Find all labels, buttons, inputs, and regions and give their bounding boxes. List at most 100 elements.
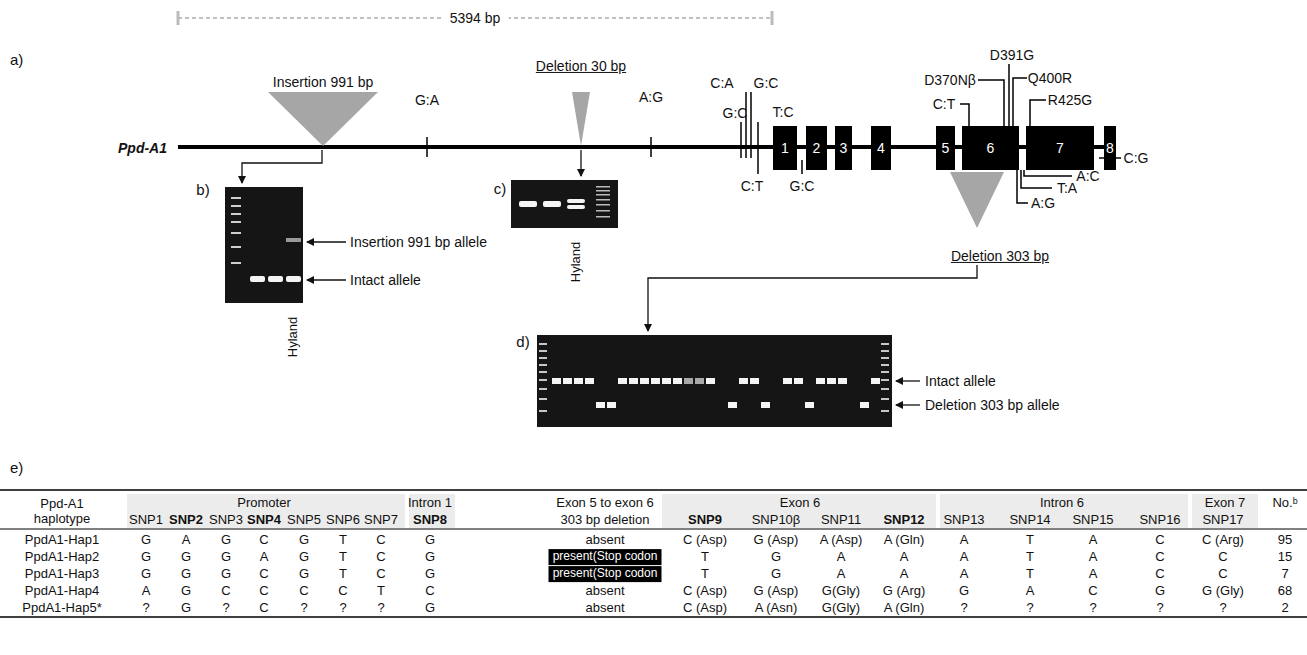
table-cell: C (Asp) [683,601,727,616]
table-cell: T [377,584,385,599]
table-cell: G [141,567,151,582]
table-cell: A [182,533,191,548]
table-header: Exon 5 to exon 6 [556,496,654,511]
table-cell: T [339,550,347,565]
table-cell: A [1089,567,1098,582]
table-cell: T [1026,550,1034,565]
table-subheader: SNP6 [326,513,360,528]
table-cell: absent [585,584,624,599]
table-cell: present(Stop codon [549,566,662,582]
table-cell: G [221,567,231,582]
table-header: Intron 6 [1040,496,1084,511]
mutation-label: Q400R [1028,70,1072,86]
table-cell: ? [222,601,229,616]
table-cell: G (Asp) [754,533,799,548]
snp-label: T:C [773,104,794,120]
panel-letter: b) [196,181,209,198]
table-cell: ? [960,601,967,616]
table-cell: C [425,584,434,599]
snp-label: G:C [723,105,748,121]
table-subheader: SNP3 [209,513,243,528]
panel-letter: a) [10,51,23,68]
table-cell: G [1155,584,1165,599]
table-cell: G [221,550,231,565]
table-cell: G (Arg) [883,584,926,599]
snp-label: C:T [741,178,764,194]
table-cell: PpdA1-Hap1 [25,533,99,548]
table-cell: C [1155,550,1164,565]
table-cell: G [221,533,231,548]
table-cell: G [959,584,969,599]
panel-letter: d) [516,333,529,350]
table-cell: T [339,533,347,548]
table-subheader: SNP2 [169,513,203,528]
table-cell: C [259,584,268,599]
band-label: Deletion 303 bp allele [925,397,1060,413]
table-cell: G [299,567,309,582]
mutation-label: D391G [990,47,1034,63]
table-subheader: SNP1 [129,513,163,528]
exon-number: 6 [987,141,995,155]
band-label: Intact allele [350,272,421,288]
table-cell: A [1089,550,1098,565]
table-cell: A [142,584,151,599]
table-cell: A (Gln) [884,601,924,616]
panel-letter: c) [494,180,507,197]
table-cell: G [299,550,309,565]
table-header: No.ᵇ [1272,496,1297,511]
table-cell: C [338,584,347,599]
table-cell: ? [142,601,149,616]
gene-name: Ppd-A1 [118,140,167,156]
snp-label: A:C [1076,168,1099,184]
table-cell: ? [1156,601,1163,616]
exon-number: 7 [1056,141,1064,155]
table-subheader: SNP14 [1009,513,1050,528]
table-cell: G [425,533,435,548]
table-cell: ? [300,601,307,616]
table-cell: PpdA1-Hap3 [25,567,99,582]
exon-number: 4 [877,141,885,155]
insertion-label: Insertion 991 bp [273,74,373,90]
table-cell: A [900,567,909,582]
table-subheader: SNP17 [1202,513,1243,528]
table-cell: A [1089,533,1098,548]
table-cell: PpdA1-Hap5* [22,601,102,616]
table-cell: T [1026,533,1034,548]
table-cell: G [181,550,191,565]
table-cell: absent [585,601,624,616]
table-cell: T [701,550,709,565]
table-cell: A (Gln) [884,533,924,548]
table-cell: G [771,567,781,582]
table-cell: 15 [1278,550,1292,565]
table-cell: ? [377,601,384,616]
table-cell: A [960,533,969,548]
table-cell: present(Stop codon [549,549,662,565]
table-header: Exon 7 [1205,496,1245,511]
table-cell: 68 [1278,584,1292,599]
table-subheader: SNP8 [413,513,447,528]
snp-label: G:C [754,75,779,91]
table-cell: PpdA1-Hap2 [25,550,99,565]
table-cell: ? [339,601,346,616]
table-cell: C [1155,533,1164,548]
exon-number: 8 [1106,141,1114,155]
table-cell: A [1026,584,1035,599]
table-cell: C [299,584,308,599]
table-cell: G [181,567,191,582]
table-subheader: SNP9 [688,513,722,528]
table-cell: C [376,533,385,548]
exon-box: 7 [1026,126,1094,170]
table-cell: A [837,550,846,565]
exon-number: 2 [813,141,821,155]
snp-label: A:G [1031,195,1055,211]
table-cell: G [425,550,435,565]
table-header: Ppd-A1 haplotype [22,496,102,526]
table-cell: G(Gly) [822,601,860,616]
table-cell: C [1088,584,1097,599]
table-cell: C [259,601,268,616]
table-cell: 2 [1281,601,1288,616]
table-cell: ? [1219,601,1226,616]
snp-label: C:A [710,75,733,91]
table-subheader: 303 bp deletion [561,513,650,528]
band-label: Intact allele [925,373,996,389]
